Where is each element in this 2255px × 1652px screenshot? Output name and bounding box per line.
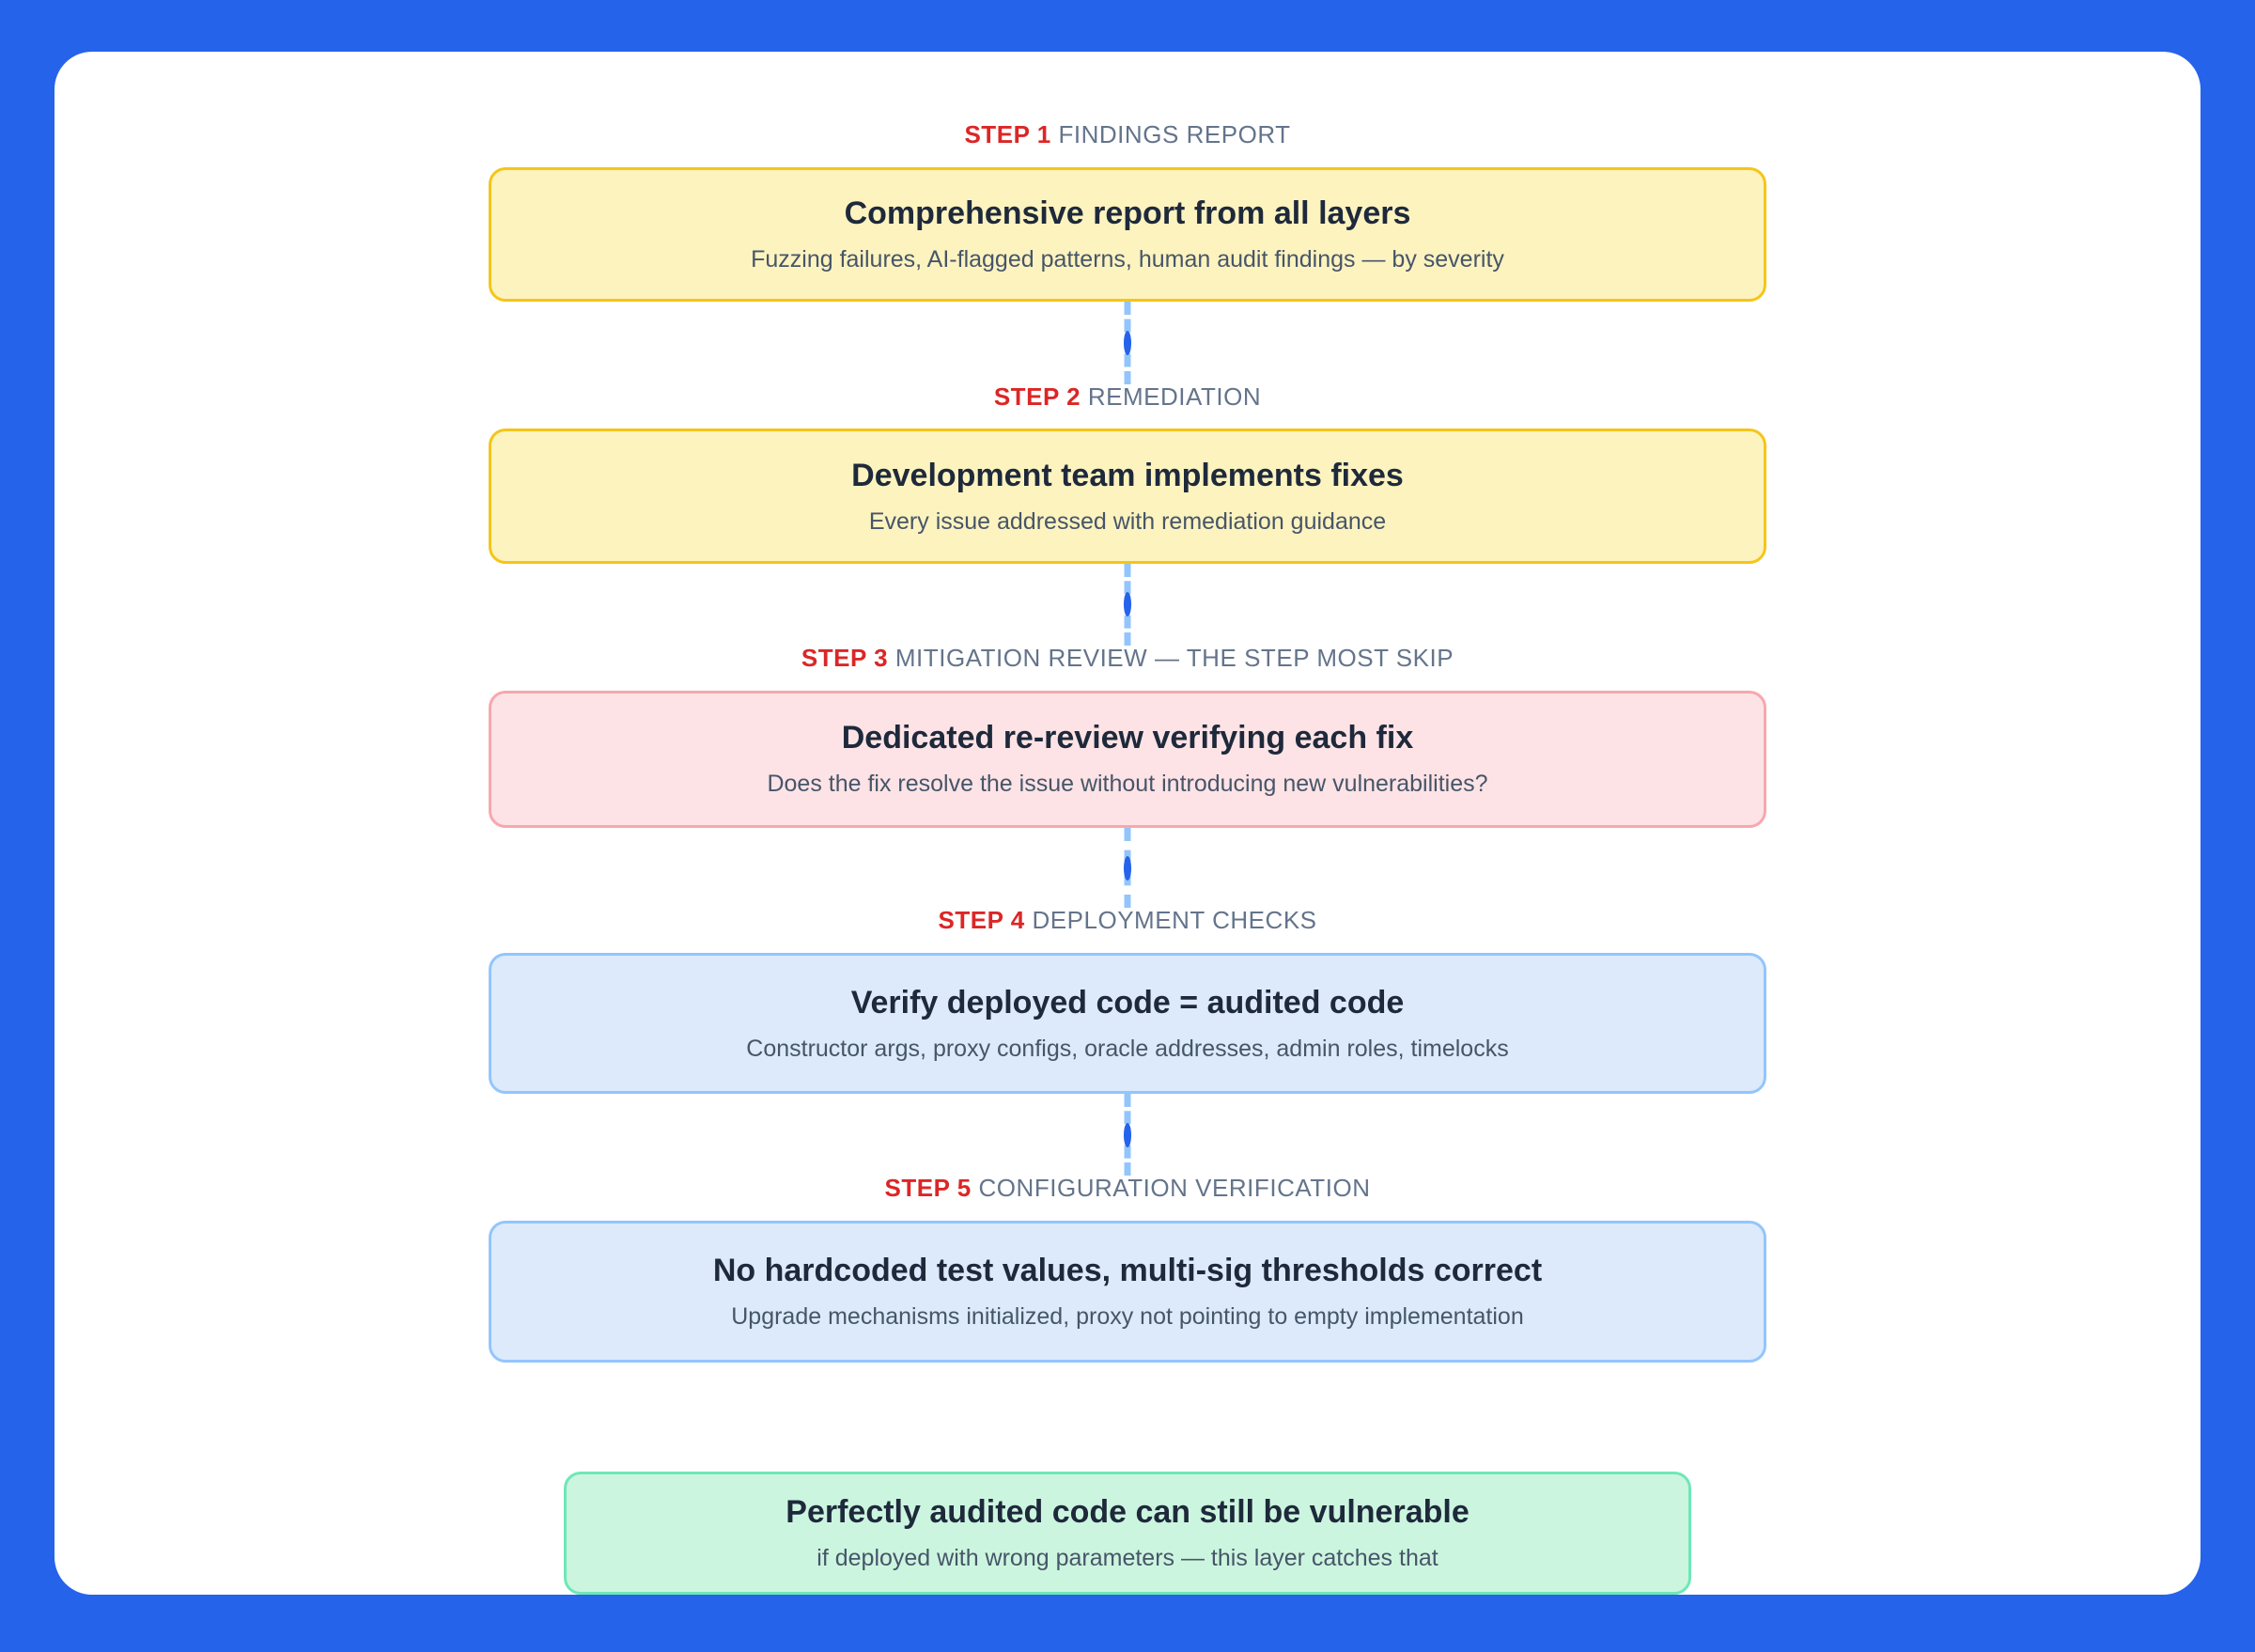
step-number-3: STEP 3 — [801, 643, 889, 672]
step-label-4: STEP 4 DEPLOYMENT CHECKS — [938, 908, 1316, 932]
conclusion-title: Perfectly audited code can still be vuln… — [785, 1494, 1470, 1531]
step-title-1: FINDINGS REPORT — [1058, 120, 1291, 149]
step-number-4: STEP 4 — [938, 906, 1025, 935]
step-card-title-2: Development team implements fixes — [851, 457, 1404, 493]
step-number-5: STEP 5 — [884, 1174, 972, 1203]
step-card-3[interactable]: Dedicated re-review verifying each fix D… — [489, 690, 1766, 829]
step-label-3: STEP 3 MITIGATION REVIEW — THE STEP MOST… — [801, 646, 1454, 670]
connector-dot-1 — [1124, 331, 1131, 355]
step-card-subtitle-2: Every issue addressed with remediation g… — [868, 507, 1387, 535]
step-card-4[interactable]: Verify deployed code = audited code Cons… — [489, 952, 1766, 1095]
main-panel: STEP 1 FINDINGS REPORT Comprehensive rep… — [54, 52, 2201, 1595]
conclusion-subtitle: if deployed with wrong parameters — this… — [816, 1545, 1439, 1572]
step-label-1: STEP 1 FINDINGS REPORT — [964, 122, 1290, 147]
step-card-subtitle-1: Fuzzing failures, AI-flagged patterns, h… — [751, 246, 1504, 273]
step-label-2: STEP 2 REMEDIATION — [994, 384, 1261, 409]
step-label-5: STEP 5 CONFIGURATION VERIFICATION — [884, 1176, 1370, 1200]
step-card-title-1: Comprehensive report from all layers — [844, 195, 1411, 232]
connector-3 — [1124, 828, 1131, 909]
audit-flow-diagram: STEP 1 FINDINGS REPORT Comprehensive rep… — [54, 52, 2201, 1595]
connector-1 — [1124, 302, 1131, 384]
step-card-5[interactable]: No hardcoded test values, multi-sig thre… — [489, 1221, 1766, 1363]
connector-dot-2 — [1124, 592, 1131, 617]
step-card-subtitle-3: Does the fix resolve the issue without i… — [767, 771, 1488, 798]
step-card-title-5: No hardcoded test values, multi-sig thre… — [712, 1252, 1543, 1288]
step-title-2: REMEDIATION — [1087, 382, 1262, 411]
step-card-subtitle-4: Constructor args, proxy configs, oracle … — [746, 1035, 1509, 1062]
conclusion-card[interactable]: Perfectly audited code can still be vuln… — [564, 1472, 1691, 1595]
connector-dot-4 — [1124, 1122, 1131, 1147]
step-card-subtitle-5: Upgrade mechanisms initialized, proxy no… — [731, 1303, 1524, 1330]
step-title-3: MITIGATION REVIEW — THE STEP MOST SKIP — [894, 643, 1454, 672]
step-card-2[interactable]: Development team implements fixes Every … — [489, 429, 1766, 564]
step-number-1: STEP 1 — [964, 120, 1051, 149]
connector-2 — [1124, 563, 1131, 646]
step-card-1[interactable]: Comprehensive report from all layers Fuz… — [489, 166, 1766, 303]
connector-dot-3 — [1124, 855, 1131, 881]
step-title-4: DEPLOYMENT CHECKS — [1032, 906, 1317, 935]
step-card-title-4: Verify deployed code = audited code — [850, 984, 1405, 1021]
step-number-2: STEP 2 — [993, 382, 1081, 411]
step-title-5: CONFIGURATION VERIFICATION — [978, 1174, 1371, 1203]
connector-4 — [1124, 1094, 1131, 1177]
step-card-title-3: Dedicated re-review verifying each fix — [841, 720, 1414, 756]
